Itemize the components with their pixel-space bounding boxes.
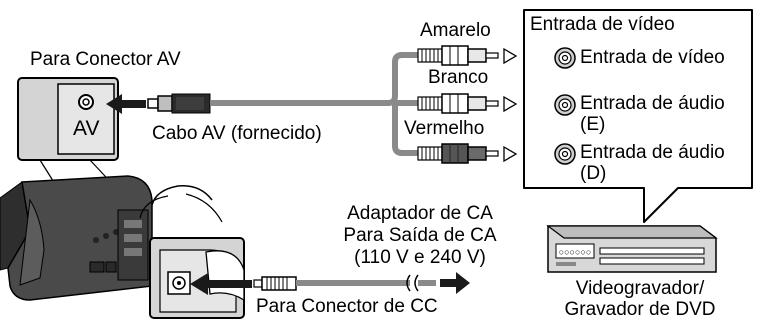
white-plug-label: Branco <box>428 67 489 88</box>
adapter-label: Adaptador de CA <box>347 203 493 224</box>
recorder-label: Videogravador/ <box>575 278 705 299</box>
rca-plug-white <box>417 93 499 114</box>
pointer-arrow-icon <box>503 47 518 65</box>
input-panel-callout <box>523 9 753 223</box>
cable-break-icon <box>406 274 419 292</box>
recorder-display-text: ○○○○○○ <box>559 247 592 257</box>
audio-input-left-channel: (E) <box>580 114 606 135</box>
av-cable-plug <box>147 93 211 114</box>
camcorder-illustration <box>0 175 153 301</box>
rca-jack-icon <box>554 143 576 165</box>
dc-cable-plug <box>253 276 297 291</box>
arrow-left-icon <box>106 94 146 114</box>
adapter-output-label: Para Saída de CA <box>343 225 497 246</box>
input-panel-title: Entrada de vídeo <box>530 14 675 35</box>
rca-plug-red <box>417 143 499 164</box>
adapter-voltage-label: (110 V e 240 V) <box>354 247 486 268</box>
yellow-plug-label: Amarelo <box>420 20 491 41</box>
audio-input-left-label: Entrada de áudio <box>580 93 725 114</box>
audio-input-right-channel: (D) <box>580 163 607 184</box>
pointer-arrow-icon <box>503 145 518 163</box>
pointer-arrow-icon <box>503 95 518 113</box>
dvd-recorder-illustration: ○○○○○○ <box>546 225 718 273</box>
dc-port-icon <box>167 271 191 295</box>
rca-plug-yellow <box>417 45 499 66</box>
recorder-label-2: Gravador de DVD <box>564 299 716 320</box>
av-cable <box>210 52 418 156</box>
av-port-label: AV <box>73 117 100 140</box>
rca-jack-icon <box>554 47 576 69</box>
arrow-left-icon <box>190 273 252 295</box>
video-input-label: Entrada de vídeo <box>580 47 725 68</box>
av-cable-label: Cabo AV (fornecido) <box>152 123 322 144</box>
audio-input-right-label: Entrada de áudio <box>580 142 725 163</box>
av-connector-label: Para Conector AV <box>30 49 181 70</box>
rca-jack-icon <box>554 94 576 116</box>
dc-connector-label: Para Conector de CC <box>256 296 438 317</box>
red-plug-label: Vermelho <box>404 118 485 139</box>
arrow-right-icon <box>440 272 470 294</box>
